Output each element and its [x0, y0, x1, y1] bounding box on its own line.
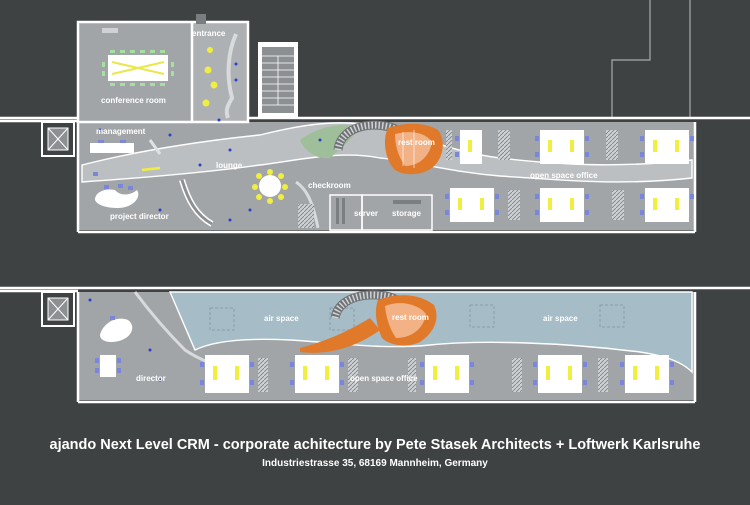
label-air-space-right: air space	[543, 314, 578, 323]
label-entrance: entrance	[192, 29, 226, 38]
label-conference-room: conference room	[101, 96, 166, 105]
air-space-area	[168, 291, 693, 374]
label-lounge: lounge	[216, 161, 243, 170]
label-checkroom: checkroom	[308, 181, 351, 190]
room-labels: entrance conference room management loun…	[96, 29, 598, 383]
label-open-space-office-lower: open space office	[350, 374, 418, 383]
management-desk	[90, 143, 134, 153]
elevator-shaft	[41, 121, 75, 157]
label-rest-room-lower: rest room	[392, 313, 429, 322]
storage-room	[361, 194, 433, 231]
label-project-director: project director	[110, 212, 169, 221]
label-rest-room-upper: rest room	[398, 138, 435, 147]
label-air-space-left: air space	[264, 314, 299, 323]
label-storage: storage	[392, 209, 421, 218]
lower-floor-plan	[0, 286, 750, 404]
director-desk	[100, 318, 133, 343]
entrance-floor	[192, 22, 247, 122]
project-director-desk	[95, 189, 139, 208]
caption-address: Industriestrasse 35, 68169 Mannheim, Ger…	[262, 458, 488, 469]
elevator-shaft-lower	[41, 291, 75, 327]
upper-floor-plan	[0, 0, 750, 234]
lower-orange-sweep	[300, 318, 380, 353]
entrance-curved-wall	[224, 33, 238, 119]
site-outline	[611, 0, 691, 118]
director-table	[100, 355, 116, 377]
caption-title: ajando Next Level CRM - corporate achite…	[49, 437, 701, 453]
label-director: director	[136, 374, 166, 383]
label-management: management	[96, 127, 146, 136]
label-server: server	[354, 209, 378, 218]
round-lounge-table	[252, 169, 288, 204]
label-open-space-office-upper: open space office	[530, 171, 598, 180]
